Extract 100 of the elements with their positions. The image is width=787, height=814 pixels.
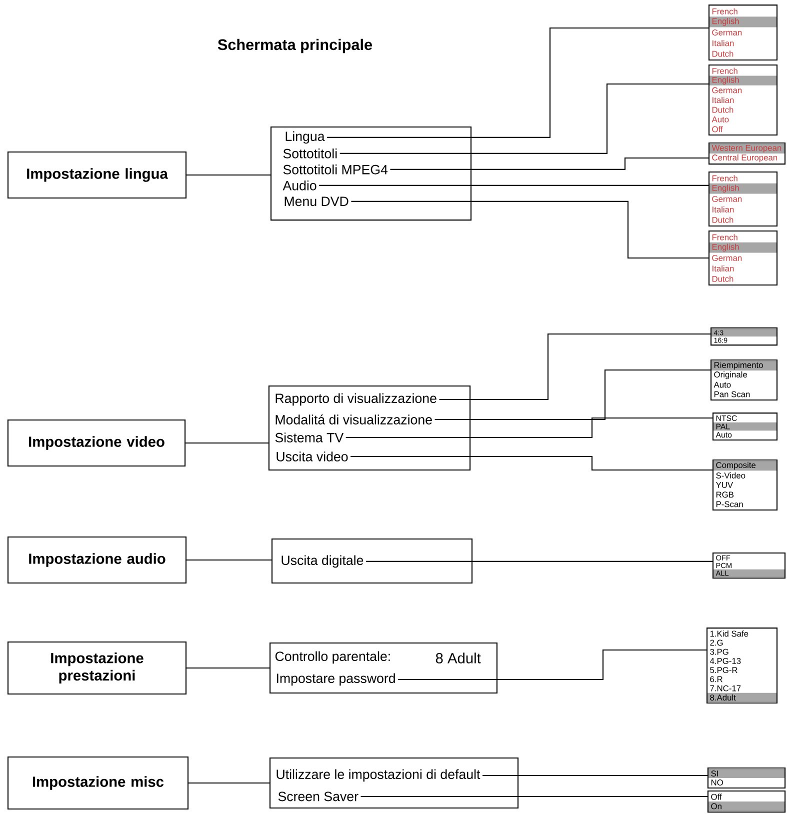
connector-line bbox=[366, 560, 712, 562]
menu-item: Utilizzare le impostazioni di default bbox=[276, 769, 480, 782]
menu-item: Sistema TV bbox=[275, 432, 344, 442]
option-text: Off bbox=[711, 794, 722, 800]
option-text: P-Scan bbox=[716, 501, 743, 508]
category-box: Impostazione lingua bbox=[7, 151, 187, 199]
option-text: Italian bbox=[712, 96, 734, 104]
option-text: Italian bbox=[712, 265, 734, 272]
menu-item: Sottotitoli bbox=[283, 148, 337, 158]
menu-item: Uscita video bbox=[276, 452, 348, 462]
option-text: On bbox=[711, 803, 722, 810]
connector-line bbox=[350, 456, 712, 471]
category-box: Impostazione video bbox=[7, 419, 186, 467]
option-text: Dutch bbox=[712, 106, 734, 113]
menu-item: Menu DVD bbox=[284, 196, 348, 206]
option-text: Central European bbox=[712, 154, 778, 162]
option-text: Italian bbox=[712, 206, 734, 212]
option-list bbox=[708, 4, 778, 60]
connector-line bbox=[390, 157, 708, 170]
option-text: RGB bbox=[716, 492, 734, 498]
connector-line bbox=[351, 200, 708, 259]
menu-item: Modalitá di visualizzazione bbox=[276, 414, 432, 424]
submenu-box bbox=[269, 757, 519, 809]
connector-line bbox=[346, 417, 712, 438]
option-text: German bbox=[712, 196, 742, 202]
option-text: Auto bbox=[714, 382, 731, 388]
connector-line bbox=[398, 649, 706, 680]
connector-line bbox=[360, 796, 708, 797]
option-list bbox=[708, 64, 778, 136]
connector-line bbox=[327, 27, 708, 138]
submenu-box bbox=[271, 538, 473, 584]
option-text: German bbox=[712, 87, 742, 94]
connector-line bbox=[439, 333, 710, 400]
option-text: Dutch bbox=[712, 50, 734, 57]
submenu-box bbox=[270, 642, 498, 694]
connector-line bbox=[482, 774, 708, 776]
connector-line bbox=[186, 559, 272, 561]
option-text: Pan Scan bbox=[714, 391, 750, 398]
connector-line bbox=[434, 369, 710, 420]
menu-item: Screen Saver bbox=[278, 792, 358, 802]
menu-item: Lingua bbox=[286, 131, 325, 144]
option-text: SI bbox=[711, 770, 718, 776]
option-text: English bbox=[712, 18, 739, 26]
menu-item: Rapporto di visualizzazione bbox=[276, 393, 436, 406]
menu-value: 8 Adult bbox=[436, 652, 481, 664]
category-box: Impostazione misc bbox=[7, 756, 189, 810]
option-text: NO bbox=[711, 780, 723, 786]
option-text: Originale bbox=[714, 371, 748, 380]
option-text: Off bbox=[712, 126, 723, 132]
option-text: 2.G bbox=[710, 640, 723, 646]
option-list bbox=[712, 552, 786, 579]
connector-line bbox=[319, 184, 708, 186]
option-text: French bbox=[712, 68, 738, 74]
option-text: S-Video bbox=[716, 472, 746, 478]
menu-item: Impostare password bbox=[277, 673, 395, 686]
option-text: 1.Kid Safe bbox=[710, 630, 748, 637]
option-list bbox=[707, 767, 786, 789]
menu-item: Controllo parentale: bbox=[275, 651, 390, 664]
option-text: German bbox=[712, 255, 742, 261]
option-list bbox=[710, 359, 778, 401]
option-text: Riempimento bbox=[714, 362, 763, 370]
connector-line bbox=[186, 667, 270, 669]
submenu-box bbox=[270, 126, 472, 221]
title: Schermata principale bbox=[218, 38, 372, 54]
option-text: Dutch bbox=[712, 216, 734, 223]
option-list bbox=[706, 628, 778, 704]
connector-line bbox=[186, 442, 268, 444]
submenu-box bbox=[268, 385, 471, 471]
option-list bbox=[708, 171, 778, 227]
option-list bbox=[708, 230, 778, 286]
option-text: Western European bbox=[712, 144, 782, 152]
option-list bbox=[710, 327, 778, 346]
option-text: YUV bbox=[716, 482, 733, 488]
option-text: 5.PG-R bbox=[710, 667, 738, 674]
menu-item: Sottotitoli MPEG4 bbox=[283, 164, 388, 174]
option-text: 3.PG bbox=[710, 648, 728, 655]
option-text: Composite bbox=[716, 462, 756, 470]
option-text: 4.PG-13 bbox=[710, 658, 741, 664]
option-text: English bbox=[712, 244, 739, 252]
option-text: German bbox=[712, 30, 742, 36]
option-text: French bbox=[712, 175, 738, 182]
option-text: 8.Adult bbox=[710, 694, 736, 701]
connector-line bbox=[340, 83, 708, 154]
option-text: Dutch bbox=[712, 276, 734, 282]
option-text: French bbox=[712, 8, 738, 14]
option-text: French bbox=[712, 234, 738, 240]
menu-item: Audio bbox=[282, 180, 316, 190]
option-text: Auto bbox=[712, 116, 729, 122]
connector-line bbox=[188, 782, 270, 784]
option-text: 6.R bbox=[710, 676, 722, 682]
category-box: Impostazione audio bbox=[7, 536, 187, 584]
option-text: Italian bbox=[712, 40, 734, 46]
connector-line bbox=[186, 174, 270, 176]
option-text: 7.NC-17 bbox=[710, 685, 741, 692]
option-list bbox=[707, 790, 786, 813]
option-text: English bbox=[712, 76, 739, 84]
category-box: Impostazione prestazioni bbox=[7, 641, 187, 695]
option-text: English bbox=[712, 184, 739, 193]
option-list bbox=[708, 142, 786, 165]
option-list bbox=[712, 412, 778, 440]
